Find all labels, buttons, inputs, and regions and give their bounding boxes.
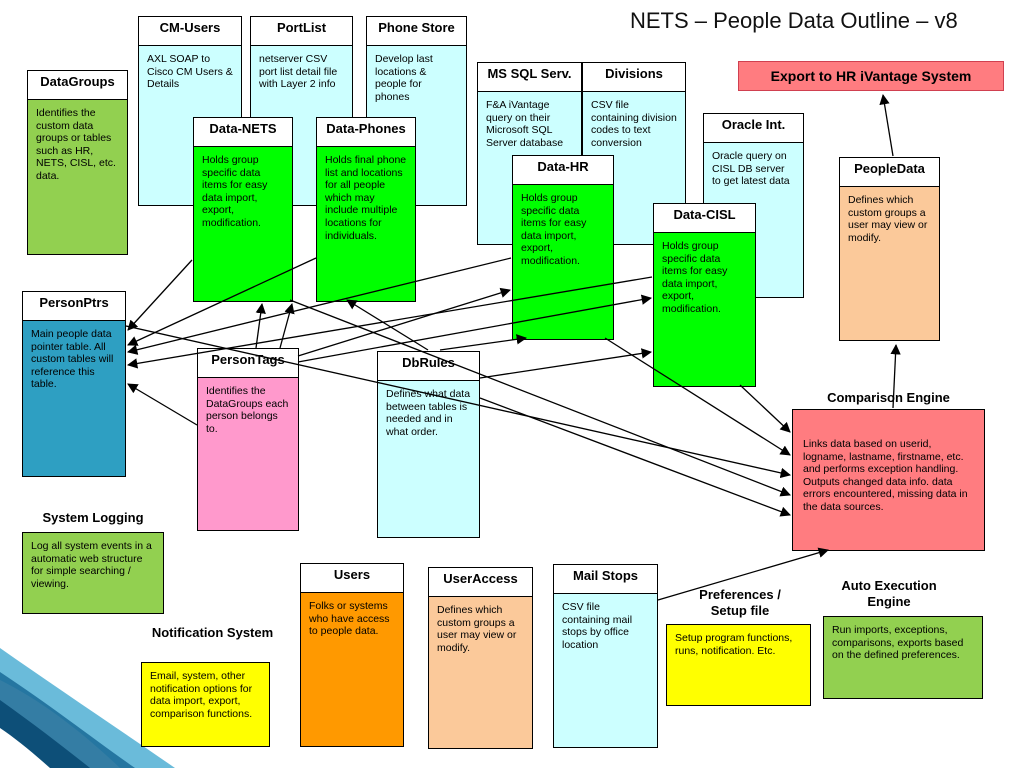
preferences-desc: Setup program functions, runs, notificat…	[666, 624, 811, 706]
ms-sql-title: MS SQL Serv.	[477, 62, 582, 92]
peopledata-title: PeopleData	[839, 157, 940, 187]
personptrs-desc: Main people data pointer table. All cust…	[22, 320, 126, 477]
notification-system-desc: Email, system, other notification option…	[141, 662, 270, 747]
arrow-datanets-personptrs	[127, 259, 193, 331]
arrow-comparison-peopledata	[890, 343, 901, 409]
arrow-datanets-comparison	[289, 299, 791, 497]
data-cisl-title: Data-CISL	[653, 203, 756, 233]
phone-store-title: Phone Store	[366, 16, 467, 46]
arrow-mailstops-comparison	[657, 547, 829, 601]
users-desc: Folks or systems who have access to peop…	[300, 592, 404, 747]
arrow-dataphones-personptrs	[127, 257, 317, 346]
arrow-dbrules-datacisl	[479, 348, 653, 379]
datagroups-title: DataGroups	[27, 70, 128, 100]
mailstops-title: Mail Stops	[553, 564, 658, 594]
cm-users-title: CM-Users	[138, 16, 242, 46]
arrow-persontags-datahr	[297, 287, 511, 357]
personptrs-title: PersonPtrs	[22, 291, 126, 321]
divisions-title: Divisions	[582, 62, 686, 92]
comparison-engine-desc: Links data based on userid, logname, las…	[792, 409, 985, 551]
data-phones-title: Data-Phones	[316, 117, 416, 147]
useraccess-title: UserAccess	[428, 567, 533, 597]
data-nets-title: Data-NETS	[193, 117, 293, 147]
arrow-peopledata-export	[879, 93, 894, 157]
arrow-datacisl-personptrs	[126, 276, 653, 369]
oracle-title: Oracle Int.	[703, 113, 804, 143]
export-hr-ivantage-box: Export to HR iVantage System	[738, 61, 1004, 91]
data-phones-desc: Holds final phone list and locations for…	[316, 146, 416, 302]
arrow-persontags-personptrs	[127, 383, 198, 426]
preferences-label: Preferences / Setup file	[699, 587, 781, 618]
arrow-datahr-comparison	[604, 337, 791, 456]
arrow-dbrules-datahr	[439, 334, 528, 351]
datagroups-desc: Identifies the custom data groups or tab…	[27, 99, 128, 255]
persontags-desc: Identifies the DataGroups each person be…	[197, 377, 299, 531]
arrow-persontags-dataphones	[279, 302, 295, 349]
data-nets-desc: Holds group specific data items for easy…	[193, 146, 293, 302]
users-title: Users	[300, 563, 404, 593]
data-hr-title: Data-HR	[512, 155, 614, 185]
portlist-title: PortList	[250, 16, 353, 46]
arrow-datacisl-comparison	[739, 384, 791, 433]
comparison-engine-label: Comparison Engine	[827, 390, 950, 405]
notification-system-label: Notification System	[151, 625, 274, 640]
useraccess-desc: Defines which custom groups a user may v…	[428, 596, 533, 749]
arrow-persontags-datacisl	[297, 294, 653, 363]
peopledata-desc: Defines which custom groups a user may v…	[839, 186, 940, 341]
arrow-datahr-personptrs	[126, 257, 512, 355]
page-title: NETS – People Data Outline – v8	[630, 8, 958, 33]
data-cisl-desc: Holds group specific data items for easy…	[653, 232, 756, 387]
system-logging-desc: Log all system events in a automatic web…	[22, 532, 164, 614]
arrow-dbrules-dataphones	[346, 299, 429, 351]
arrow-personptrs-comparison	[125, 325, 792, 479]
auto-execution-desc: Run imports, exceptions, comparisons, ex…	[823, 616, 983, 699]
arrow-persontags-datanets	[255, 302, 266, 349]
system-logging-label: System Logging	[42, 510, 144, 525]
dbrules-title: DbRules	[377, 351, 480, 381]
auto-execution-label: Auto Execution Engine	[841, 578, 937, 609]
mailstops-desc: CSV file containing mail stops by office…	[553, 593, 658, 748]
